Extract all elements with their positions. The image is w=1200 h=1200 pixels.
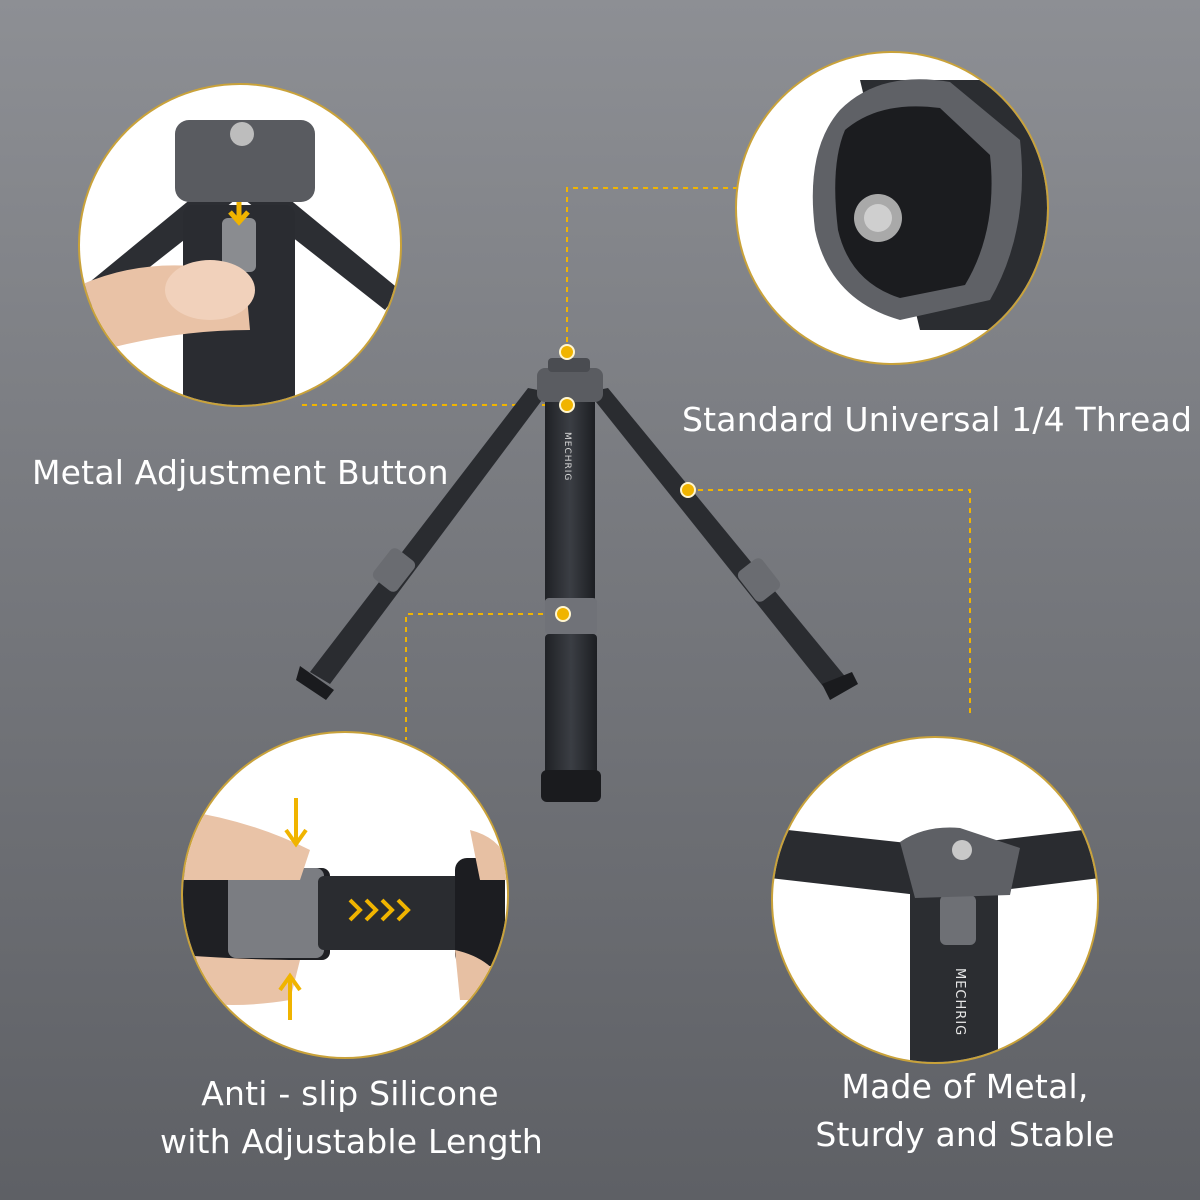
- callout-dot-thread: [559, 344, 575, 360]
- label-button: Metal Adjustment Button: [32, 453, 449, 492]
- detail-circle-thread: [735, 51, 1049, 365]
- label-silicone-line2: with Adjustable Length: [160, 1122, 544, 1161]
- callout-dot-button: [559, 397, 575, 413]
- tripod-image: MECHRIG: [296, 344, 858, 802]
- label-silicone: Anti - slip Silicone with Adjustable Len…: [160, 1070, 544, 1166]
- detail-circle-button: [78, 83, 402, 407]
- tripod-leg-right: [588, 388, 848, 690]
- arrow-down-icon: [284, 798, 308, 848]
- label-silicone-line1: Anti - slip Silicone: [201, 1074, 499, 1113]
- label-metal-line1: Made of Metal,: [841, 1067, 1089, 1106]
- callout-dot-silicone: [555, 606, 571, 622]
- tripod-logo: MECHRIG: [562, 432, 572, 481]
- label-thread: Standard Universal 1/4 Thread: [682, 400, 1193, 439]
- callout-dots: [555, 344, 696, 622]
- metal-logo: MECHRIG: [952, 968, 967, 1036]
- callout-line-thread: [566, 187, 740, 352]
- detail-circle-silicone: [181, 731, 509, 1059]
- label-metal-line2: Sturdy and Stable: [815, 1115, 1115, 1154]
- callout-line-silicone: [405, 613, 563, 740]
- detail-circle-metal: MECHRIG: [771, 736, 1099, 1064]
- label-metal: Made of Metal, Sturdy and Stable: [790, 1063, 1140, 1159]
- arrow-up-icon: [278, 972, 302, 1020]
- callout-dot-leg: [680, 482, 696, 498]
- chevrons-icon: [348, 898, 411, 922]
- tripod-leg-left: [310, 388, 548, 684]
- callout-line-leg: [688, 489, 971, 718]
- tripod-column: [545, 395, 595, 605]
